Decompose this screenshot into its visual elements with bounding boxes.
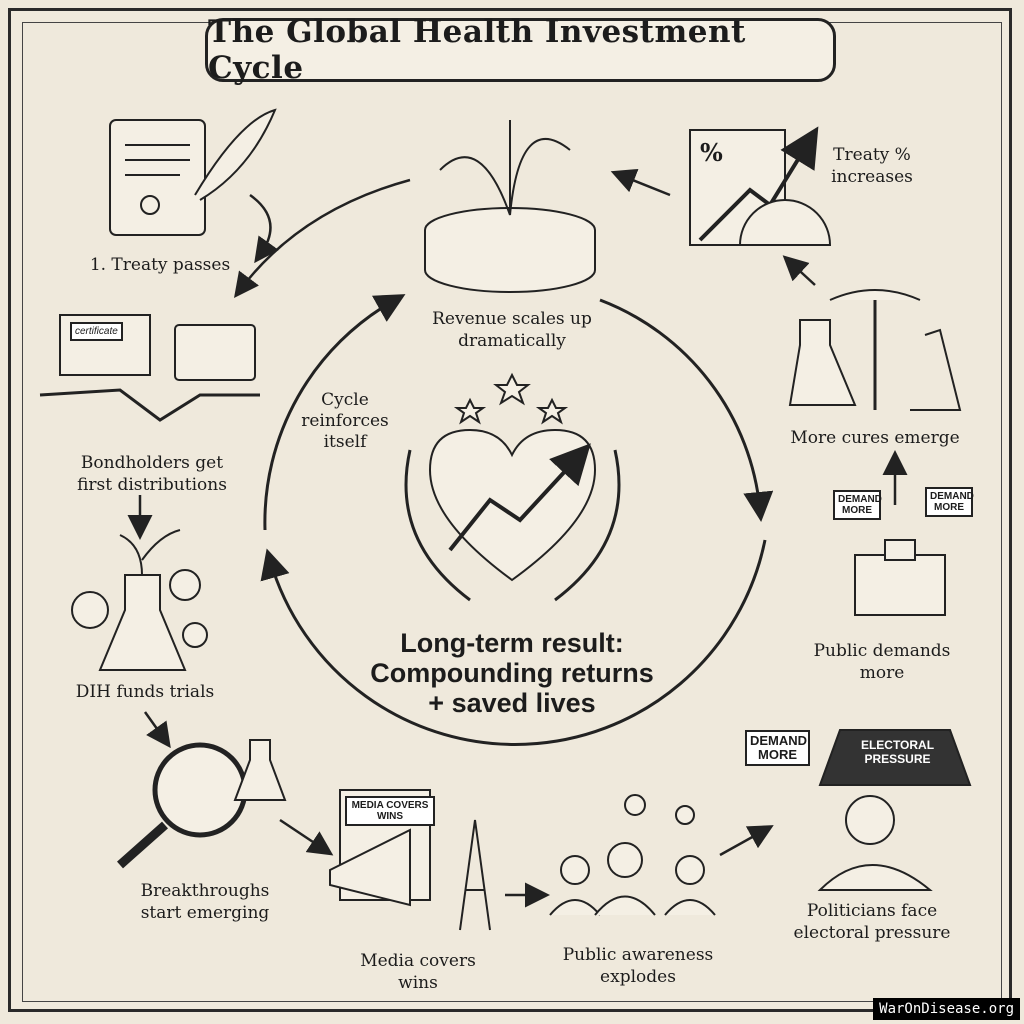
arrow-treaty-to-revenue	[610, 168, 671, 197]
arrow-treaty-down	[249, 193, 279, 264]
flask-plant-icon	[71, 529, 208, 671]
step-treaty-passes: 1. Treaty passes	[89, 255, 231, 275]
demand-more-sign: DEMAND MORE	[833, 490, 882, 520]
coin-fountain-icon	[424, 120, 596, 293]
title-banner: The Global Health Investment Cycle	[205, 14, 836, 86]
cycle-arrow-bottom	[260, 539, 767, 746]
media-headline: MEDIA COVERS WINS	[345, 796, 435, 826]
page-title: The Global Health Investment Cycle	[208, 14, 746, 86]
treaty-percent-document-icon	[689, 126, 832, 246]
arrow-break-to-media	[279, 818, 334, 856]
ballot-box-icon	[854, 539, 946, 616]
outer-frame	[8, 8, 1012, 1012]
watermark: WarOnDisease.org	[873, 998, 1020, 1020]
step-treaty-increases: Treaty %increases	[831, 145, 913, 187]
magnifier-microbe-icon	[117, 739, 287, 869]
crowd-icon	[549, 794, 716, 916]
step-more-cures: More cures emerge	[790, 428, 960, 448]
caduceus-lab-icon	[788, 289, 962, 411]
arrow-dih-to-break	[143, 711, 171, 749]
demand-more-sign: DEMAND MORE	[745, 730, 810, 766]
demand-more-sign: DEMAND MORE	[925, 487, 974, 517]
electoral-pressure-weight-text: ELECTORAL PRESSURE	[860, 738, 935, 766]
politician-weight-icon	[817, 729, 972, 891]
percent-symbol: %	[700, 138, 723, 167]
arrow-revenue-to-treaty	[233, 178, 411, 298]
long-term-result: Long-term result:Compounding returns+ sa…	[370, 628, 654, 718]
cycle-arrow-right	[599, 298, 774, 522]
treaty-scroll-icon	[109, 108, 277, 236]
heart-brain-laurel-icon	[404, 372, 621, 602]
arrow-public-to-politicians	[719, 825, 774, 857]
cycle-arrow-left	[263, 294, 406, 531]
certificate-text: certificate	[70, 322, 123, 341]
step-dih-funds-trials: DIH funds trials	[75, 682, 215, 702]
arrow-cures-to-treaty	[782, 255, 816, 286]
